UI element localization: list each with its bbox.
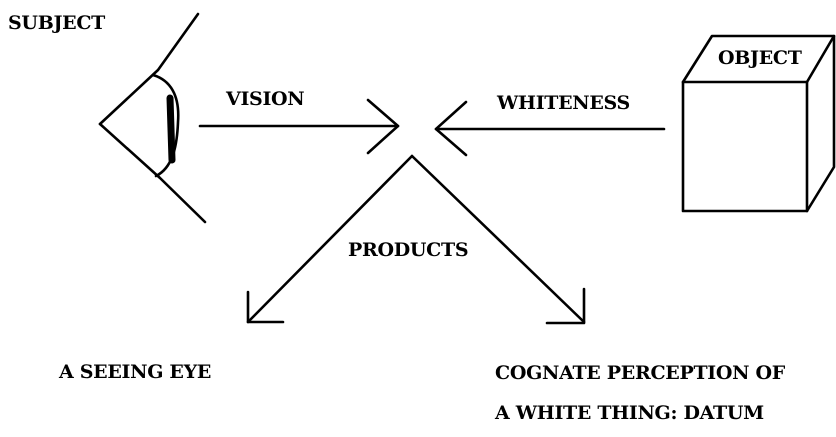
subject-label: SUBJECT bbox=[8, 12, 105, 34]
whiteness-arrow bbox=[434, 100, 666, 157]
object-label: OBJECT bbox=[718, 47, 802, 69]
seeing-eye-label: A SEEING EYE bbox=[59, 361, 212, 383]
products-arrows bbox=[246, 154, 586, 325]
cube-object-icon bbox=[681, 34, 836, 213]
perception-label-line2: A WHITE THING: DATUM bbox=[495, 402, 764, 424]
perception-label-line1: COGNATE PERCEPTION OF bbox=[495, 362, 785, 384]
whiteness-label: WHITENESS bbox=[497, 92, 630, 114]
eye-icon bbox=[98, 12, 207, 224]
products-label: PRODUCTS bbox=[348, 239, 469, 261]
vision-label: VISION bbox=[226, 88, 305, 110]
vision-arrow bbox=[198, 98, 400, 155]
